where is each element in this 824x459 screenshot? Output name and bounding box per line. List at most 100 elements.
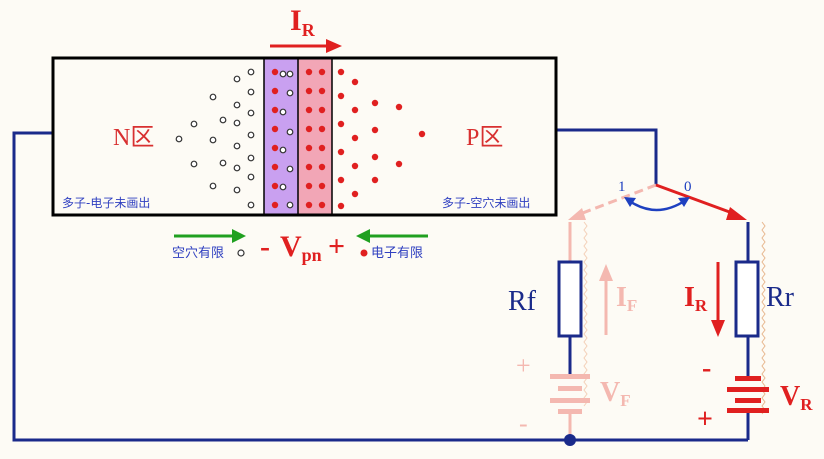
right-wire-to-switch xyxy=(556,128,658,185)
minority-electrons xyxy=(271,68,426,210)
electron-dot xyxy=(337,148,345,156)
hole-dot xyxy=(247,154,255,162)
p-majority-note: 多子-空穴未画出 xyxy=(442,195,530,210)
electron-dot xyxy=(318,201,326,209)
depletion-p-side xyxy=(298,58,332,215)
vf-minus: - xyxy=(519,409,528,438)
electron-dot xyxy=(271,106,279,114)
left-wire xyxy=(12,131,748,442)
hole-dot xyxy=(279,146,287,154)
rr-resistor xyxy=(734,260,760,338)
hole-dot xyxy=(247,88,255,96)
rf-label: Rf xyxy=(508,286,537,317)
vr-minus: - xyxy=(702,353,711,384)
electron-dot xyxy=(418,130,426,138)
vpn-label: - Vpn + xyxy=(260,230,345,265)
hole-dot xyxy=(209,182,217,190)
electron-dot xyxy=(305,106,313,114)
reverse-current-label: IR xyxy=(684,282,708,315)
electron-dot xyxy=(271,87,279,95)
hole-dot xyxy=(247,68,255,76)
diode-body xyxy=(51,56,558,217)
electron-dot xyxy=(337,92,345,100)
svg-text:Vpn: Vpn xyxy=(280,230,322,265)
vf-label: VF xyxy=(600,377,631,410)
hole-dot xyxy=(279,70,287,78)
electron-dot xyxy=(351,78,359,86)
electron-dot xyxy=(305,87,313,95)
junction-node xyxy=(564,434,576,446)
electron-dot xyxy=(305,125,313,133)
electron-dot xyxy=(318,106,326,114)
hole-dot xyxy=(233,142,241,150)
rr-label: Rr xyxy=(766,282,795,313)
electron-dot xyxy=(351,106,359,114)
electron-dot xyxy=(318,163,326,171)
n-majority-note: 多子-电子未画出 xyxy=(62,196,150,210)
electron-dot xyxy=(395,160,403,168)
electrons-limited-label: 电子有限 xyxy=(371,246,423,261)
electron-dot xyxy=(337,68,345,76)
hole-dot xyxy=(279,183,287,191)
hole-dot xyxy=(190,120,198,128)
hole-dot xyxy=(219,159,227,167)
hole-dot xyxy=(233,75,241,83)
swing-arrowhead-left xyxy=(624,197,636,207)
forward-current-label: IF xyxy=(616,282,637,315)
switch-pos-0-label: 0 xyxy=(684,179,692,195)
electron-dot xyxy=(271,144,279,152)
switch-position-0[interactable] xyxy=(655,183,747,220)
electron-dot xyxy=(271,68,279,76)
electron-dot xyxy=(318,68,326,76)
holes-arrow xyxy=(174,229,246,243)
electron-dot xyxy=(271,125,279,133)
hole-dot xyxy=(247,201,255,209)
switch-position-1 xyxy=(568,183,657,220)
hole-dot xyxy=(247,173,255,181)
hole-dot xyxy=(190,160,198,168)
holes-limited-label: 空穴有限 xyxy=(172,246,224,261)
electron-dot xyxy=(371,176,379,184)
vr-plus: + xyxy=(697,404,713,435)
minority-holes xyxy=(175,68,294,209)
hole-dot xyxy=(233,101,241,109)
electron-dot xyxy=(351,162,359,170)
hole-dot xyxy=(233,164,241,172)
electron-dot xyxy=(395,103,403,111)
electron-dot xyxy=(337,176,345,184)
switch-swing-arc xyxy=(627,198,687,212)
hole-dot xyxy=(233,119,241,127)
electron-dot xyxy=(305,163,313,171)
switch-pos-1-label: 1 xyxy=(618,179,626,195)
electron-dot xyxy=(351,190,359,198)
rf-resistor xyxy=(557,260,583,338)
reverse-current-top-label: IR xyxy=(290,4,316,40)
electron-dot xyxy=(271,163,279,171)
electrons-arrow xyxy=(356,229,428,243)
hole-dot xyxy=(286,70,294,78)
forward-current-arrow xyxy=(599,264,613,335)
electron-dot xyxy=(371,99,379,107)
electron-dot xyxy=(271,201,279,209)
vr-label: VR xyxy=(780,381,813,414)
rr-zigzag xyxy=(761,221,766,415)
electron-dot xyxy=(305,201,313,209)
electron-dot xyxy=(305,68,313,76)
hole-dot xyxy=(209,93,217,101)
electron-dot xyxy=(318,144,326,152)
hole-dot xyxy=(247,109,255,117)
electron-dot xyxy=(337,120,345,128)
electron-dot xyxy=(371,126,379,134)
electron-dot xyxy=(271,182,279,190)
vr-battery xyxy=(727,376,769,413)
hole-legend-dot xyxy=(237,249,245,257)
hole-dot xyxy=(175,135,183,143)
electron-dot xyxy=(318,182,326,190)
p-region-label: P区 xyxy=(466,125,503,151)
electron-dot xyxy=(337,202,345,210)
hole-dot xyxy=(219,116,227,124)
electron-dot xyxy=(318,125,326,133)
hole-dot xyxy=(247,131,255,139)
hole-dot xyxy=(209,136,217,144)
